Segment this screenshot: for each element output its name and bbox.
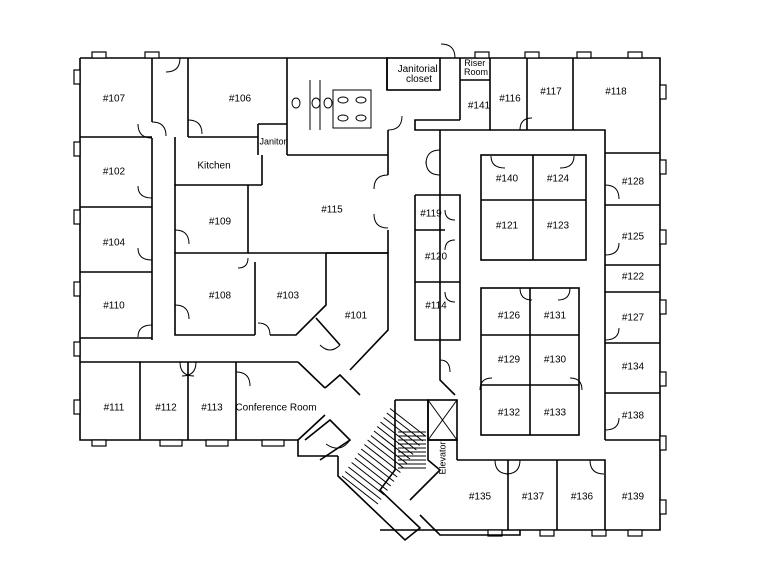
stair-tread — [367, 439, 404, 469]
room-121-label[interactable]: #121 — [496, 221, 519, 232]
room-135-label[interactable]: #135 — [469, 492, 492, 503]
room-130-label[interactable]: #130 — [544, 355, 567, 366]
room-119-label[interactable]: #119 — [420, 209, 442, 220]
stair-tread — [354, 457, 392, 487]
room-141-label[interactable]: #141 — [468, 101, 491, 112]
room-132-label[interactable]: #132 — [498, 408, 521, 419]
riser-room-label-line: Riser — [464, 58, 485, 68]
room-134-label[interactable]: #134 — [622, 362, 645, 373]
room-118-label[interactable]: #118 — [605, 87, 627, 98]
room-140-label[interactable]: #140 — [496, 174, 519, 185]
door-swings — [137, 43, 620, 475]
room-126-label[interactable]: #126 — [498, 311, 521, 322]
room-109-label[interactable]: #109 — [209, 217, 232, 228]
room-108-label[interactable]: #108 — [209, 291, 232, 302]
janitor-label[interactable]: Janitor — [259, 136, 286, 146]
janitorial-closet-label-line: closet — [406, 74, 432, 85]
stair-tread — [341, 475, 379, 505]
room-131-label[interactable]: #131 — [544, 311, 567, 322]
room-113-label[interactable]: #113 — [201, 403, 223, 414]
riser-room-label[interactable]: Riser Room — [464, 58, 488, 77]
room-129-label[interactable]: #129 — [498, 355, 521, 366]
room-112-label[interactable]: #112 — [155, 403, 177, 414]
stair-treads — [341, 408, 427, 505]
room-133-label[interactable]: #133 — [544, 408, 567, 419]
room-128-label[interactable]: #128 — [622, 177, 645, 188]
stair-tread — [360, 448, 398, 478]
room-122-label[interactable]: #122 — [622, 272, 645, 283]
elevator-label[interactable]: Elevator — [437, 441, 447, 474]
room-123-label[interactable]: #123 — [547, 221, 570, 232]
stair-tread — [370, 435, 408, 464]
room-103-label[interactable]: #103 — [277, 291, 300, 302]
room-127-label[interactable]: #127 — [622, 313, 645, 324]
room-101-label[interactable]: #101 — [345, 311, 368, 322]
room-114-label[interactable]: #114 — [425, 301, 447, 312]
stair-tread — [373, 430, 411, 460]
room-102-label[interactable]: #102 — [103, 167, 126, 178]
room-139-label[interactable]: #139 — [622, 492, 645, 503]
janitorial-closet-label[interactable]: Janitorial closet — [398, 64, 441, 85]
room-137-label[interactable]: #137 — [522, 492, 545, 503]
room-104-label[interactable]: #104 — [103, 238, 126, 249]
room-115-label[interactable]: #115 — [321, 205, 343, 216]
stair-tread — [386, 412, 424, 442]
room-107-label[interactable]: #107 — [103, 94, 126, 105]
room-117-label[interactable]: #117 — [540, 87, 562, 98]
room-125-label[interactable]: #125 — [622, 232, 645, 243]
room-110-label[interactable]: #110 — [103, 301, 125, 312]
perimeter-tabs — [73, 51, 667, 537]
stair-tread — [376, 426, 414, 455]
stair-tread — [348, 466, 385, 496]
restroom-fixtures — [291, 80, 372, 130]
stair-tread — [344, 471, 382, 500]
stair-tread — [357, 453, 395, 482]
room-116-label[interactable]: #116 — [499, 94, 521, 105]
interior-walls — [80, 57, 660, 542]
kitchen-label[interactable]: Kitchen — [197, 161, 230, 172]
room-138-label[interactable]: #138 — [622, 411, 645, 422]
room-124-label[interactable]: #124 — [547, 174, 570, 185]
room-106-label[interactable]: #106 — [229, 94, 252, 105]
room-136-label[interactable]: #136 — [571, 492, 594, 503]
stair-tread — [364, 444, 401, 473]
conference-room-label[interactable]: Conference Room — [235, 403, 316, 414]
riser-room-label-line: Room — [464, 67, 488, 77]
janitorial-closet-label-line: Janitorial — [398, 64, 438, 75]
stair-tread — [351, 462, 388, 491]
room-labels: #107 #106 Janitorial closet Riser Room #… — [103, 58, 645, 502]
room-111-label[interactable]: #111 — [104, 403, 125, 414]
room-120-label[interactable]: #120 — [425, 252, 448, 263]
